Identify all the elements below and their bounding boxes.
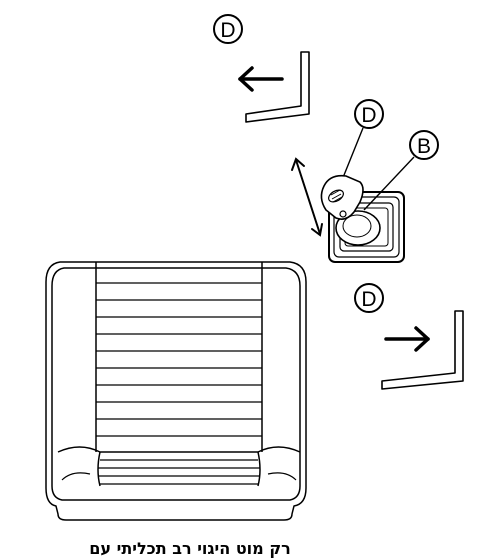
callout-joystick-top: D — [355, 100, 383, 128]
top-pedal-bracket — [246, 52, 309, 122]
bottom-pedal-bracket — [382, 311, 463, 389]
callout-top-left: D — [214, 15, 242, 43]
callout-label-joystick-right: B — [417, 135, 431, 158]
leader-line-b — [364, 157, 414, 210]
left-arrow-icon — [240, 68, 282, 90]
seat-cushion-front — [58, 447, 300, 452]
seat-inner-outline — [52, 268, 300, 500]
callout-label-top-left: D — [220, 19, 235, 42]
callout-joystick-right: B — [410, 131, 438, 159]
seat-outline — [46, 262, 306, 520]
callout-label-bottom-right: D — [361, 288, 376, 311]
seat-backrest-stripes — [96, 283, 262, 436]
seat — [46, 262, 306, 520]
seat-cushion-stripes — [98, 460, 260, 484]
caption-text: רק מוט היגוי רב תכליתי עם — [40, 538, 340, 560]
callout-label-joystick-top: D — [361, 104, 376, 127]
joystick-movement-arrow-icon — [292, 159, 322, 235]
callout-bottom-right: D — [355, 284, 383, 312]
joystick-handle — [321, 176, 380, 245]
right-arrow-icon — [386, 328, 428, 350]
